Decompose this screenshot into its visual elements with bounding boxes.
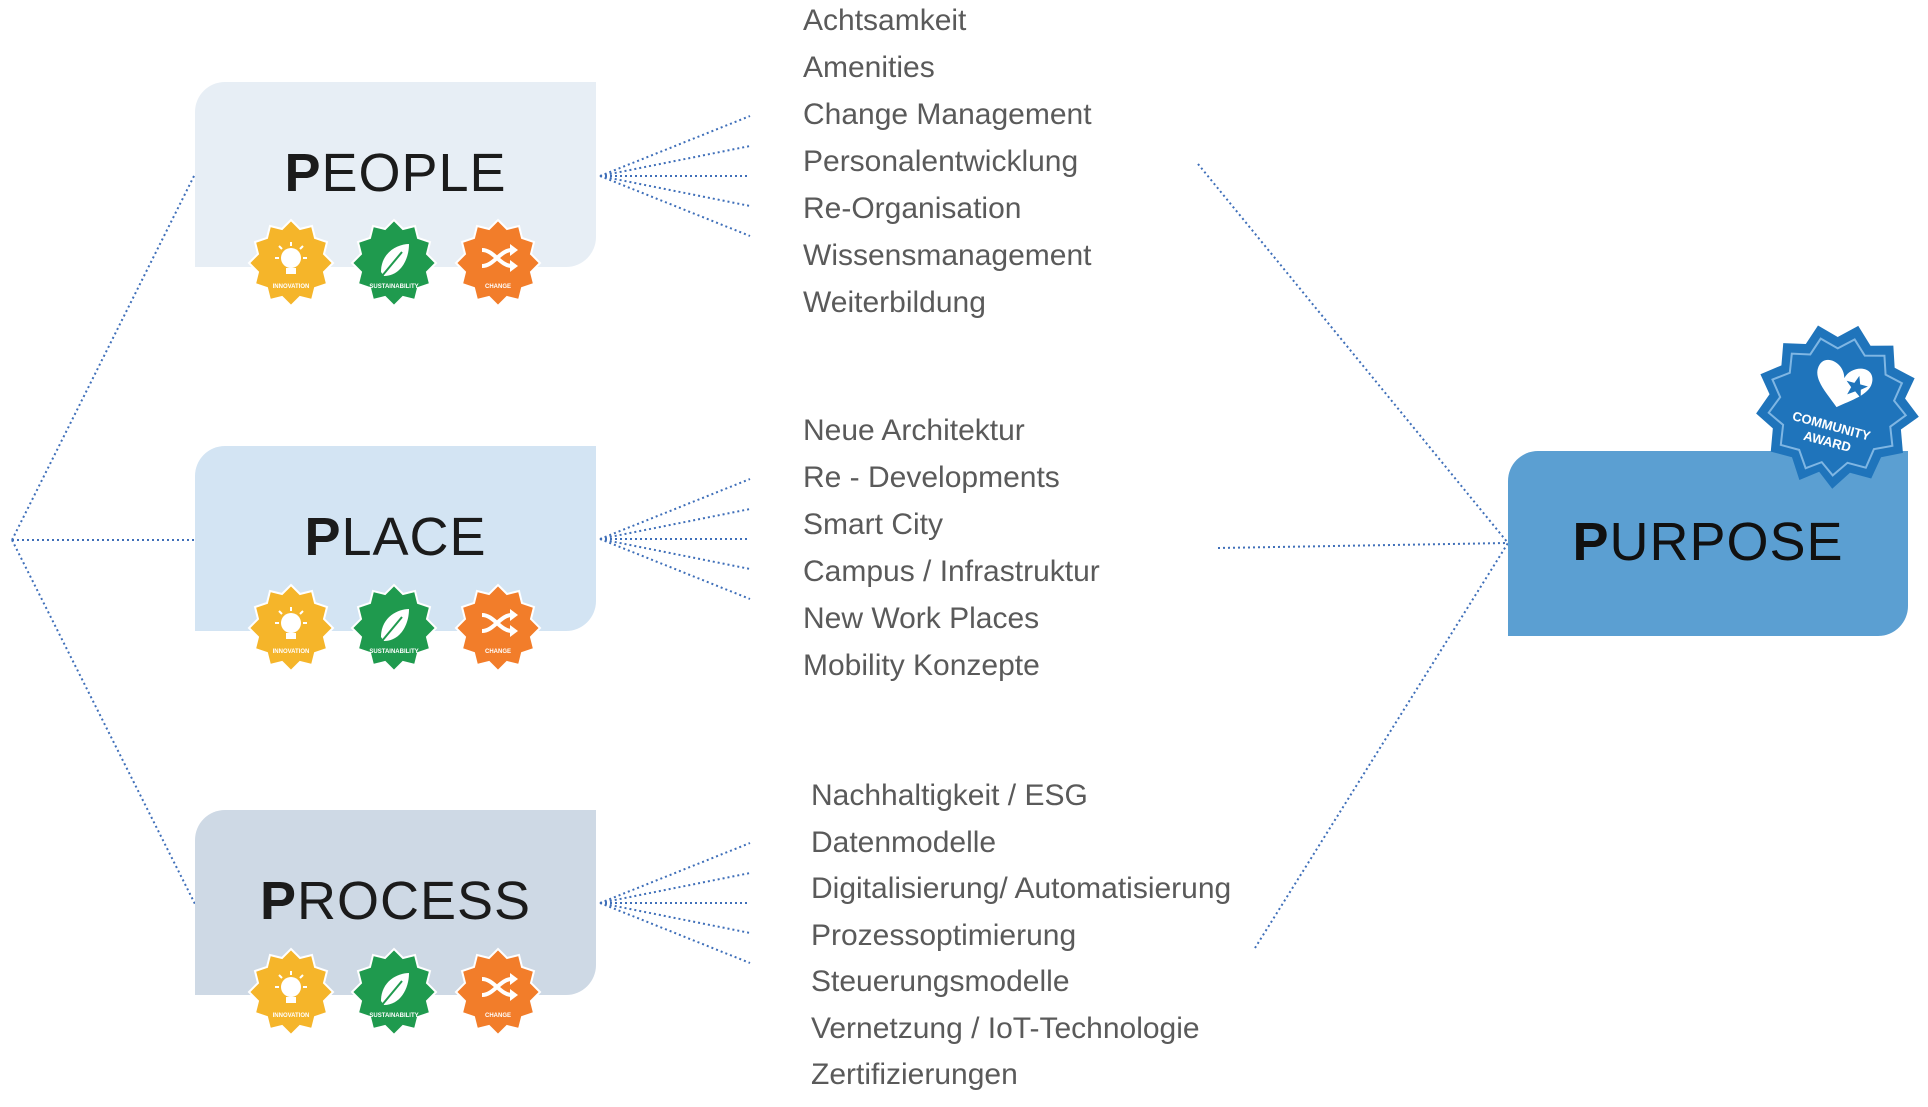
innovation-badge: INNOVATION	[243, 218, 339, 314]
lightbulb-icon	[275, 607, 307, 639]
list-item: Weiterbildung	[803, 286, 986, 319]
list-item: Zertifizierungen	[811, 1058, 1018, 1091]
place-box: PLACE	[195, 446, 596, 631]
change-badge: CHANGE	[450, 583, 546, 679]
list-item: Wissensmanagement	[803, 239, 1092, 272]
badge-label: SUSTAINABILITY	[369, 649, 418, 655]
community-award-badge: COMMUNITY AWARD	[1746, 319, 1926, 499]
list-item: Amenities	[803, 51, 935, 84]
list-item: Achtsamkeit	[803, 4, 967, 37]
list-item: Change Management	[803, 98, 1092, 131]
shuffle-icon	[481, 973, 518, 1001]
list-item: Smart City	[803, 508, 944, 541]
list-item: Vernetzung / IoT-Technologie	[811, 1011, 1200, 1045]
sustainability-badge: SUSTAINABILITY	[346, 218, 442, 314]
list-item: Neue Architektur	[803, 414, 1025, 447]
innovation-badge: INNOVATION	[243, 947, 339, 1043]
list-item: Campus / Infrastruktur	[803, 555, 1100, 588]
place-title: PLACE	[304, 507, 487, 567]
list-item: New Work Places	[803, 602, 1040, 635]
shuffle-icon	[481, 244, 518, 272]
list-item: Prozessoptimierung	[811, 918, 1077, 952]
list-item: Datenmodelle	[811, 825, 997, 859]
people-title: PEOPLE	[284, 143, 507, 203]
purpose-title: PURPOSE	[1572, 512, 1844, 572]
lightbulb-icon	[275, 971, 307, 1003]
badge-label: INNOVATION	[273, 649, 310, 655]
badge-label: CHANGE	[485, 1013, 511, 1019]
place-list: Neue Architektur Re - Developments Smart…	[803, 416, 1100, 698]
list-item: Digitalisierung/ Automatisierung	[811, 872, 1232, 905]
badge-label: INNOVATION	[273, 1013, 310, 1019]
leaf-icon	[381, 973, 409, 1006]
leaf-icon	[381, 609, 409, 642]
badge-label: SUSTAINABILITY	[369, 284, 418, 290]
badge-label: CHANGE	[485, 649, 511, 655]
badge-label: SUSTAINABILITY	[369, 1013, 418, 1019]
list-item: Nachhaltigkeit / ESG	[811, 779, 1088, 812]
list-item: Personalentwicklung	[803, 145, 1079, 178]
list-item: Re - Developments	[803, 461, 1060, 494]
badge-label: INNOVATION	[273, 284, 310, 290]
list-item: Steuerungsmodelle	[811, 965, 1070, 998]
badge-label: CHANGE	[485, 284, 511, 290]
list-item: Re-Organisation	[803, 192, 1022, 225]
sustainability-badge: SUSTAINABILITY	[346, 947, 442, 1043]
people-list: Achtsamkeit Amenities Change Management …	[803, 6, 1092, 335]
shuffle-icon	[481, 609, 518, 637]
heart-star-icon: COMMUNITY AWARD	[1756, 325, 1919, 489]
sustainability-badge: SUSTAINABILITY	[346, 583, 442, 679]
lightbulb-icon	[275, 242, 307, 274]
change-badge: CHANGE	[450, 218, 546, 314]
change-badge: CHANGE	[450, 947, 546, 1043]
process-list: Nachhaltigkeit / ESG Datenmodelle Digita…	[811, 781, 1231, 1107]
leaf-icon	[381, 244, 409, 277]
list-item: Mobility Konzepte	[803, 649, 1040, 682]
process-title: PROCESS	[259, 871, 532, 931]
purpose-box: PURPOSE	[1508, 451, 1908, 636]
innovation-badge: INNOVATION	[243, 583, 339, 679]
